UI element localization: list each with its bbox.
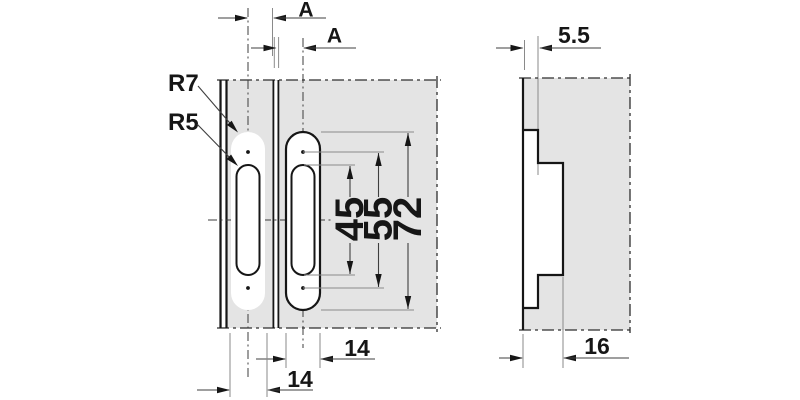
dim-5-5-left-arrow	[510, 44, 524, 52]
radius-label-r7: R7	[168, 70, 199, 97]
radius-label-r5: R5	[168, 109, 199, 136]
radius-callout-r7: R7	[168, 70, 241, 135]
dim-14-right-left-arrow	[273, 355, 286, 363]
r5-leader-line	[196, 123, 236, 164]
dim-14-left-label: 14	[287, 366, 313, 392]
right-hinge-slot	[284, 130, 322, 312]
dim-5-5-label: 5.5	[558, 22, 590, 48]
dim-14-left: 14	[197, 333, 313, 397]
dim-16-left-arrow	[510, 354, 523, 362]
radius-callout-r5: R5	[168, 109, 241, 169]
dim-a-upper-left-arrow	[235, 14, 248, 22]
left-lower-hole-center	[246, 286, 250, 290]
section-label-a-lower: A	[327, 25, 342, 48]
right-outer-slot	[284, 130, 322, 312]
front-view: R7 R5 A A	[168, 0, 441, 397]
side-view: 5.5 16	[496, 22, 634, 368]
left-upper-hole-center	[246, 150, 250, 154]
r7-leader-line	[197, 85, 236, 130]
left-inner-slot	[235, 164, 261, 276]
left-hinge-slot	[231, 132, 265, 310]
dim-16-label: 16	[584, 333, 610, 359]
right-inner-slot	[290, 164, 316, 276]
dim-a-lower: A	[251, 25, 356, 68]
dim-16: 16	[499, 333, 629, 368]
dim-55: 55	[303, 151, 401, 289]
section-label-a-upper: A	[298, 0, 313, 22]
mortise-pocket-fill	[523, 130, 563, 308]
front-left-rebate-strip	[222, 81, 226, 327]
mortise-pocket-profile	[523, 128, 565, 310]
door-frame-gap-strip	[274, 81, 278, 327]
dim-45-label: 45	[328, 197, 372, 242]
dim-14-right-label: 14	[344, 335, 370, 361]
dim-14-right: 14	[256, 333, 375, 368]
dim-5-5: 5.5	[496, 22, 601, 70]
dim-72: 72	[321, 131, 430, 311]
dim-45: 45	[304, 164, 372, 276]
dim-55-label: 55	[357, 197, 401, 242]
dim-14-left-left-arrow	[217, 386, 230, 394]
left-outer-slot	[231, 132, 265, 310]
dim-72-label: 72	[386, 197, 430, 242]
